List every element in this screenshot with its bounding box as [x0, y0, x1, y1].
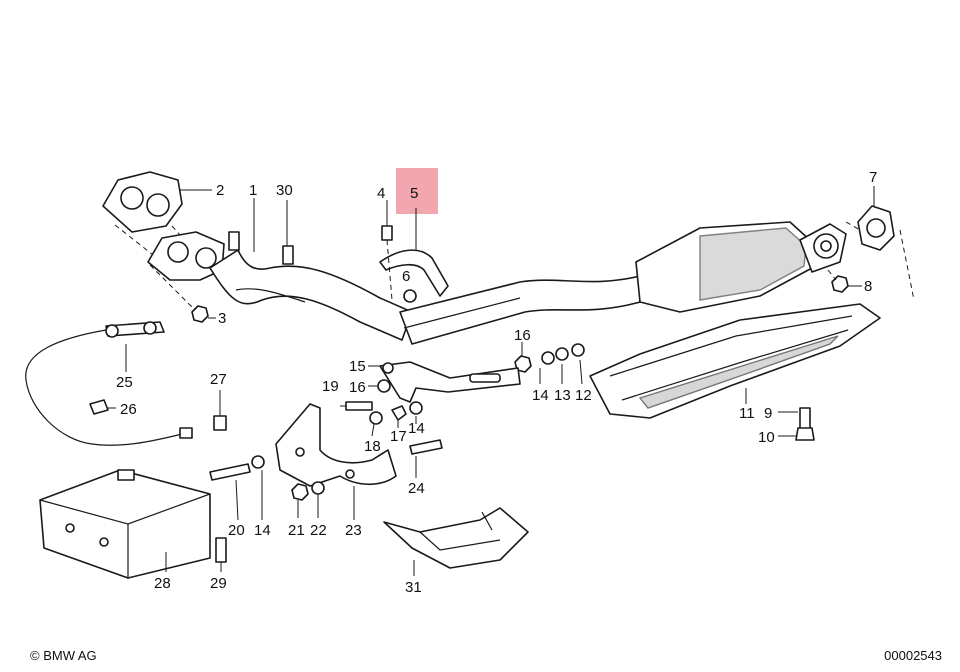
hanger-bracket	[379, 361, 521, 403]
nut-3	[191, 305, 209, 323]
callout-1: 1	[249, 182, 257, 199]
callout-5-highlight	[396, 168, 438, 214]
callout-labels: 1 2 3 4 5 6 7 8 9 10 11 12 13 14 15 16 1…	[116, 169, 877, 596]
gasket-part	[102, 171, 183, 233]
copyright-text: © BMW AG	[30, 648, 97, 663]
callout-4: 4	[377, 185, 385, 202]
callout-14-c: 14	[254, 522, 271, 539]
callout-15: 15	[349, 358, 366, 375]
control-unit	[39, 469, 211, 579]
callout-17: 17	[390, 428, 407, 445]
callout-3: 3	[218, 310, 226, 327]
callout-16-b: 16	[349, 379, 366, 396]
callout-16-a: 16	[514, 327, 531, 344]
callout-25: 25	[116, 374, 133, 391]
callout-29: 29	[210, 575, 227, 592]
callout-26: 26	[120, 401, 137, 418]
nut-washer-21-22	[291, 481, 325, 501]
callout-24: 24	[408, 480, 425, 497]
clip-27	[213, 415, 227, 431]
oxygen-sensor	[25, 321, 193, 446]
gasket-7	[857, 205, 895, 251]
callout-5: 5	[410, 185, 418, 202]
callout-6: 6	[402, 268, 410, 285]
support-bracket	[275, 403, 397, 487]
fasteners-17-18-19	[345, 379, 423, 425]
document-number: 00002543	[884, 648, 942, 663]
callout-8: 8	[864, 278, 872, 295]
callout-21: 21	[288, 522, 305, 539]
callout-27: 27	[210, 371, 227, 388]
callout-23: 23	[345, 522, 362, 539]
heat-shield	[589, 303, 881, 419]
connector-26	[89, 399, 109, 415]
bolt-24	[409, 439, 443, 455]
bolt-29	[215, 537, 227, 563]
callout-13: 13	[554, 387, 571, 404]
skid-plate	[383, 507, 529, 569]
callout-14-b: 14	[408, 420, 425, 437]
callout-12: 12	[575, 387, 592, 404]
callout-30: 30	[276, 182, 293, 199]
nuts-12-13-14	[514, 343, 585, 373]
bolt-20	[209, 455, 265, 481]
callout-10: 10	[758, 429, 775, 446]
callout-19: 19	[322, 378, 339, 395]
manifold-studs	[228, 231, 294, 265]
callout-22: 22	[310, 522, 327, 539]
pipe-clamp	[379, 225, 449, 303]
exhaust-pipe-front	[147, 231, 641, 345]
callout-9: 9	[764, 405, 772, 422]
catalytic-converter	[635, 221, 847, 313]
callout-28: 28	[154, 575, 171, 592]
callout-11: 11	[739, 405, 755, 422]
callout-31: 31	[405, 579, 422, 596]
callout-20: 20	[228, 522, 245, 539]
callout-7: 7	[869, 169, 877, 186]
callout-2: 2	[216, 182, 224, 199]
bolt-10	[795, 407, 815, 441]
callout-14-a: 14	[532, 387, 549, 404]
callout-18: 18	[364, 438, 381, 455]
